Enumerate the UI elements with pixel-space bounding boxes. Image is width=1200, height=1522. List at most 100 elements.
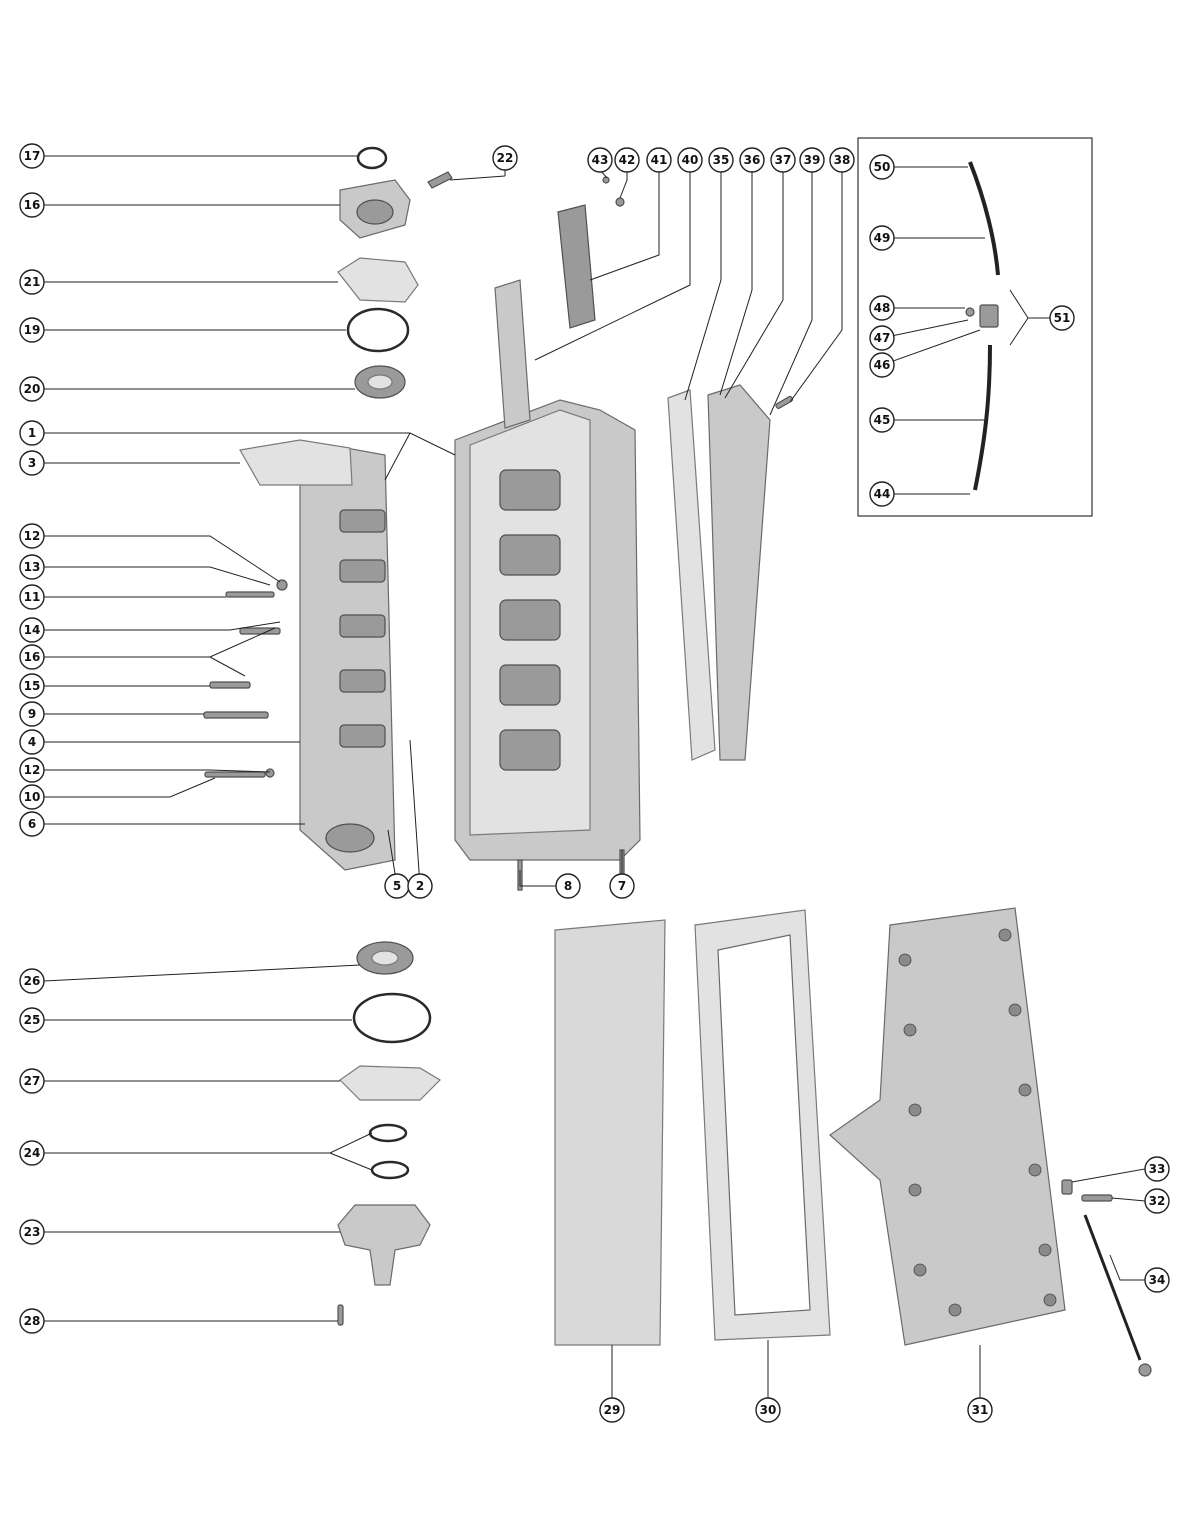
callout-43: 43: [587, 147, 613, 173]
callout-32: 32: [1144, 1188, 1170, 1214]
callout-30: 30: [755, 1397, 781, 1423]
callout-22: 22: [492, 145, 518, 171]
callout-25: 25: [19, 1007, 45, 1033]
cylinder-block-ports: [499, 469, 561, 771]
washer-43: [602, 176, 610, 184]
svg-text:23: 23: [24, 1225, 41, 1239]
callout-29: 29: [599, 1397, 625, 1423]
callout-16: 16: [19, 644, 45, 670]
svg-text:46: 46: [874, 358, 891, 372]
svg-text:40: 40: [682, 153, 699, 167]
seal-ring-top: [356, 146, 388, 170]
callout-46: 46: [869, 352, 895, 378]
callout-11: 11: [19, 584, 45, 610]
callout-12-lower: 12: [19, 757, 45, 783]
exhaust-cover: [829, 907, 1066, 1346]
callout-26: 26: [19, 968, 45, 994]
callout-2: 2: [407, 873, 433, 899]
transfer-port-cover-2: [557, 204, 596, 329]
svg-text:16: 16: [24, 198, 41, 212]
washer-33: [1061, 1179, 1073, 1195]
seal-upper: [368, 1123, 408, 1143]
parts-illustrations: [203, 137, 1152, 1377]
upper-end-cap-bore: [356, 199, 394, 225]
callout-17: 16: [19, 192, 45, 218]
svg-text:28: 28: [24, 1314, 41, 1328]
svg-text:38: 38: [834, 153, 851, 167]
svg-text:15: 15: [24, 679, 41, 693]
callout-49: 49: [869, 225, 895, 251]
callout-38: 38: [829, 147, 855, 173]
svg-text:5: 5: [393, 879, 401, 893]
callout-23: 23: [19, 1219, 45, 1245]
callout-1: 1: [19, 420, 45, 446]
svg-text:4: 4: [28, 735, 36, 749]
svg-text:51: 51: [1054, 311, 1071, 325]
ball-bearing-upper-inner: [367, 374, 393, 390]
o-ring-upper: [346, 307, 410, 353]
end-cap-gasket-lower: [339, 1065, 441, 1101]
callout-27: 27: [19, 1068, 45, 1094]
svg-text:30: 30: [760, 1403, 777, 1417]
callout-9: 9: [19, 701, 45, 727]
callout-35: 35: [708, 147, 734, 173]
svg-text:16: 16: [24, 650, 41, 664]
end-cap-gasket-upper: [337, 257, 419, 303]
callout-6: 6: [19, 811, 45, 837]
callout-45: 45: [869, 407, 895, 433]
svg-text:48: 48: [874, 301, 891, 315]
callouts: 17 16 21 19 20 1 3 12 13 11 14 16 15 9 4…: [19, 143, 1170, 1423]
screw-22: [427, 171, 453, 189]
callout-15: 15: [19, 673, 45, 699]
svg-text:43: 43: [592, 153, 609, 167]
callout-48: 48: [869, 295, 895, 321]
svg-text:11: 11: [24, 590, 41, 604]
callout-10: 10: [19, 784, 45, 810]
hose-upper: [968, 161, 1000, 276]
ground-strap-eye: [1138, 1363, 1152, 1377]
o-ring-lower: [352, 992, 432, 1044]
callout-34: 34: [1144, 1267, 1170, 1293]
svg-text:50: 50: [874, 160, 891, 174]
svg-text:12: 12: [24, 529, 41, 543]
svg-text:25: 25: [24, 1013, 41, 1027]
svg-text:24: 24: [24, 1146, 41, 1160]
svg-text:44: 44: [874, 487, 891, 501]
inner-exhaust-gasket-shadow: [554, 919, 666, 1346]
inner-exhaust-cover-gasket-window: [717, 934, 811, 1316]
lower-end-cap: [337, 1204, 431, 1286]
seal-lower: [370, 1160, 410, 1180]
crankcase-cover: [299, 444, 396, 871]
fitting-tee: [979, 304, 999, 328]
svg-text:6: 6: [28, 817, 36, 831]
svg-text:2: 2: [416, 879, 424, 893]
transfer-port-cover: [494, 279, 531, 429]
svg-text:41: 41: [651, 153, 668, 167]
exhaust-divider-gasket: [667, 389, 716, 761]
callout-12-upper: 12: [19, 523, 45, 549]
svg-text:31: 31: [972, 1403, 989, 1417]
svg-text:49: 49: [874, 231, 891, 245]
svg-text:19: 19: [24, 323, 41, 337]
svg-text:47: 47: [874, 331, 891, 345]
callout-7: 7: [609, 873, 635, 899]
svg-text:21: 21: [24, 275, 41, 289]
svg-text:1: 1: [28, 426, 36, 440]
screw-38: [775, 395, 794, 409]
callout-47: 47: [869, 325, 895, 351]
callout-5: 5: [384, 873, 410, 899]
svg-text:34: 34: [1149, 1273, 1166, 1287]
screw-28: [337, 1304, 344, 1326]
callout-8: 8: [555, 873, 581, 899]
callout-41: 41: [646, 147, 672, 173]
callout-19: 19: [19, 317, 45, 343]
svg-text:17: 17: [24, 149, 41, 163]
svg-text:29: 29: [604, 1403, 621, 1417]
callout-40: 40: [677, 147, 703, 173]
svg-text:22: 22: [497, 151, 514, 165]
callout-18: 17: [19, 143, 45, 169]
svg-text:37: 37: [775, 153, 792, 167]
check-valve: [965, 307, 975, 317]
callout-24: 24: [19, 1140, 45, 1166]
